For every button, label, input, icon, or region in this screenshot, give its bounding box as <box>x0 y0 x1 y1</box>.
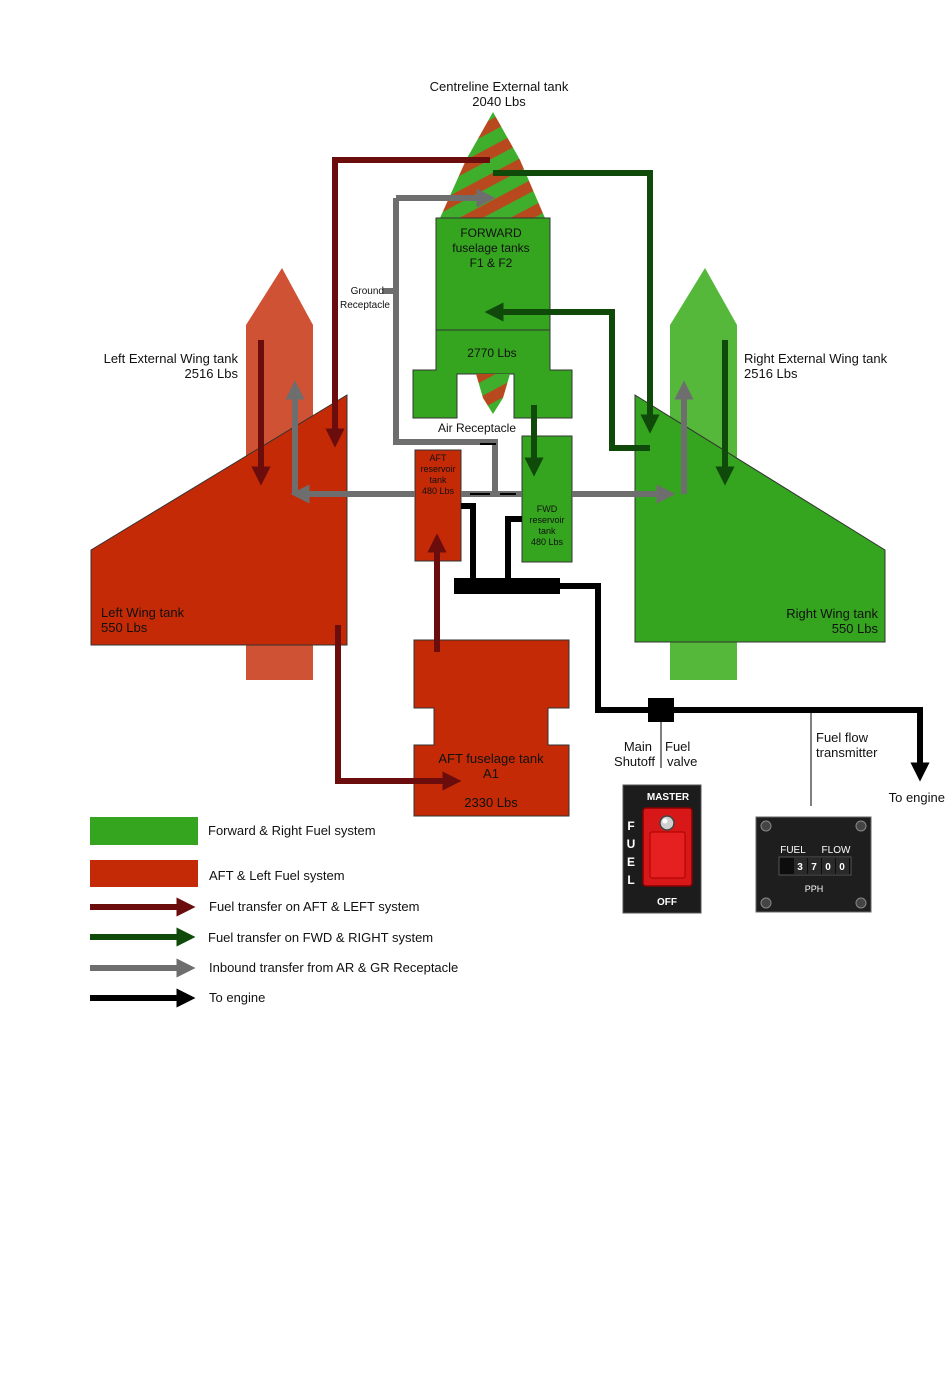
gauge-label-fuel: FUEL <box>780 845 806 856</box>
centreline-tank-name: Centreline External tank <box>430 79 569 94</box>
aft-reservoir-capacity: 480 Lbs <box>422 486 455 496</box>
forward-tank-striped-nozzle <box>476 374 510 414</box>
gauge-screw-icon <box>760 820 772 832</box>
air-receptacle-label: Air Receptacle <box>438 421 516 435</box>
aft-reservoir-line3: tank <box>429 475 447 485</box>
legend-label-aft-left-transfer: Fuel transfer on AFT & LEFT system <box>209 899 419 914</box>
gauge-screw-icon <box>855 897 867 909</box>
to-engine-label: To engine <box>889 790 945 805</box>
fwd-reservoir-capacity: 480 Lbs <box>531 537 564 547</box>
fwd-reservoir-line3: tank <box>538 526 556 536</box>
forward-tank-capacity: 2770 Lbs <box>467 346 516 360</box>
main-shutoff-label-1: Main <box>624 739 652 754</box>
left-wing-to-aft-transfer <box>335 625 462 791</box>
legend-label-inbound: Inbound transfer from AR & GR Receptacle <box>209 960 458 975</box>
right-wing-tank-name: Right Wing tank <box>786 606 878 621</box>
fwd-reservoir-line2: reservoir <box>529 515 564 525</box>
right-wing-tank-capacity: 550 Lbs <box>832 621 879 636</box>
fuel-valve-label-2: valve <box>667 754 697 769</box>
centreline-to-left-transfer <box>325 157 490 448</box>
legend-label-aft-left: AFT & Left Fuel system <box>209 868 345 883</box>
legend: Forward & Right Fuel system AFT & Left F… <box>90 817 458 1008</box>
centreline-external-tank <box>440 112 545 218</box>
gauge-unit: PPH <box>805 884 824 894</box>
aft-fuselage-tank-id: A1 <box>483 766 499 781</box>
aft-fuselage-tank-name: AFT fuselage tank <box>438 751 544 766</box>
master-switch-title: MASTER <box>647 792 690 803</box>
main-shutoff-label-2: Shutoff <box>614 754 655 769</box>
gauge-digit-1: 3 <box>797 862 803 873</box>
master-switch-letter-f: F <box>627 819 634 833</box>
gauge-label-flow: FLOW <box>822 845 851 856</box>
engine-feed-line <box>558 583 930 782</box>
fuel-valve-label-1: Fuel <box>665 739 690 754</box>
legend-swatch-forward-right <box>90 817 198 845</box>
forward-tank-line3: F1 & F2 <box>470 256 513 270</box>
legend-label-engine: To engine <box>209 990 265 1005</box>
centreline-to-right-transfer <box>493 170 660 434</box>
left-wing-tank-name: Left Wing tank <box>101 605 185 620</box>
master-switch-state: OFF <box>657 897 677 908</box>
fwd-reservoir-line1: FWD <box>537 504 558 514</box>
right-external-tank-name: Right External Wing tank <box>744 351 888 366</box>
gauge-screw-icon <box>760 897 772 909</box>
ground-receptacle-label-1: Ground <box>351 286 384 297</box>
legend-swatch-aft-left <box>90 860 198 887</box>
gauge-digit-2: 7 <box>811 862 817 873</box>
aft-reservoir-line2: reservoir <box>420 464 455 474</box>
gauge-screw-icon <box>855 820 867 832</box>
fuel-flow-label-2: transmitter <box>816 745 878 760</box>
master-switch-letter-l: L <box>627 873 634 887</box>
main-shutoff-valve[interactable] <box>648 698 674 722</box>
forward-tank-line2: fuselage tanks <box>452 241 529 255</box>
left-external-tank-name: Left External Wing tank <box>104 351 239 366</box>
fuel-flow-gauge: FUEL FLOW 3 7 0 0 PPH <box>755 816 872 913</box>
master-fuel-switch-panel: MASTER F U E L OFF <box>622 784 702 914</box>
fuel-flow-label-1: Fuel flow <box>816 730 869 745</box>
right-wing-tank <box>634 394 886 643</box>
master-switch-letter-u: U <box>627 837 636 851</box>
right-to-forward-transfer <box>484 302 650 451</box>
gauge-digit-4: 0 <box>839 862 845 873</box>
right-external-tank-capacity: 2516 Lbs <box>744 366 798 381</box>
master-switch-letter-e: E <box>627 855 635 869</box>
legend-label-fwd-right-transfer: Fuel transfer on FWD & RIGHT system <box>208 930 433 945</box>
aft-reservoir-line1: AFT <box>430 453 448 463</box>
centreline-tank-capacity: 2040 Lbs <box>472 94 526 109</box>
legend-label-forward-right: Forward & Right Fuel system <box>208 823 376 838</box>
left-wing-tank-capacity: 550 Lbs <box>101 620 148 635</box>
inbound-ground-line <box>393 198 498 495</box>
ground-receptacle-label-2: Receptacle <box>340 300 390 311</box>
gauge-digit-3: 0 <box>825 862 831 873</box>
aft-fuselage-tank <box>413 639 570 817</box>
aft-fuselage-tank-capacity: 2330 Lbs <box>464 795 518 810</box>
fwd-reservoir-tank <box>521 435 573 563</box>
master-switch-toggle-knob[interactable] <box>659 815 675 831</box>
left-external-tank-capacity: 2516 Lbs <box>185 366 239 381</box>
forward-tank-line1: FORWARD <box>460 226 522 240</box>
engine-feed-manifold <box>454 578 560 594</box>
